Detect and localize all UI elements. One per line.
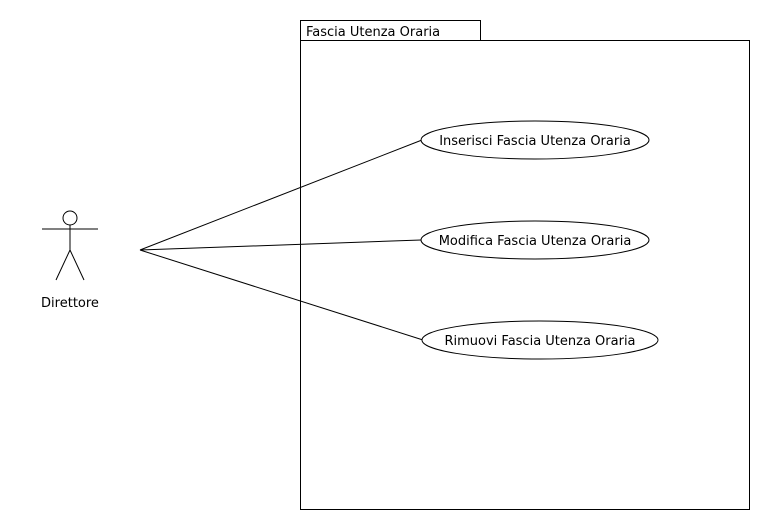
associations <box>139 139 424 341</box>
association-line-insert <box>139 139 423 251</box>
system-package: Fascia Utenza Oraria <box>300 20 750 510</box>
association-line-remove <box>139 249 424 341</box>
use-case-remove[interactable]: Rimuovi Fascia Utenza Oraria <box>421 320 659 360</box>
stick-figure-icon <box>42 210 98 281</box>
use-case-ellipse <box>421 320 659 360</box>
use-case-modify[interactable]: Modifica Fascia Utenza Oraria <box>420 220 650 260</box>
package-title: Fascia Utenza Oraria <box>306 25 440 40</box>
association-line-modify <box>139 239 422 251</box>
actor-direttore[interactable]: Direttore <box>41 210 99 311</box>
actor-right-leg <box>69 249 85 281</box>
use-case-ellipse <box>420 120 650 160</box>
package-body <box>300 40 750 510</box>
use-case-label: Rimuovi Fascia Utenza Oraria <box>444 334 635 349</box>
use-case-ellipse <box>420 220 650 260</box>
use-case-insert[interactable]: Inserisci Fascia Utenza Oraria <box>420 120 650 160</box>
actor-left-leg <box>55 249 71 281</box>
use-case-label: Inserisci Fascia Utenza Oraria <box>439 134 631 149</box>
actor-label: Direttore <box>41 296 99 311</box>
use-case-label: Modifica Fascia Utenza Oraria <box>439 234 632 249</box>
actor-head <box>62 210 78 226</box>
